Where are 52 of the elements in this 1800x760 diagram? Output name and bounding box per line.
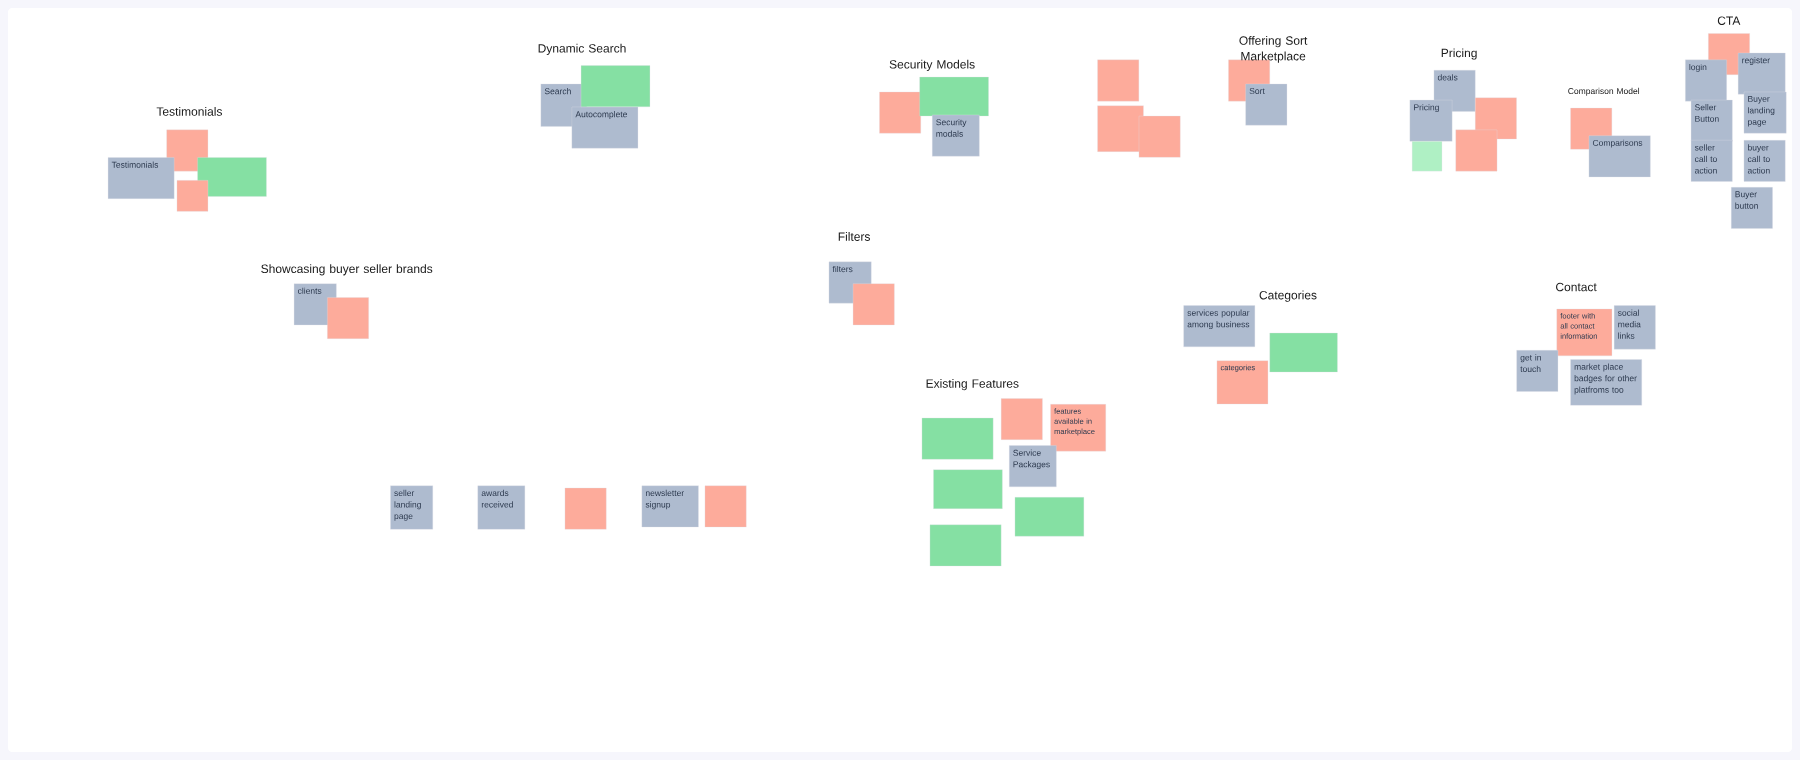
sticky-note: Sort (1245, 83, 1288, 126)
sticky-note: market place badges for other platfroms too (1570, 359, 1642, 406)
sticky-note: Seller Button (1690, 99, 1733, 142)
sticky-note (1097, 59, 1139, 102)
sticky-note: Buyer landing page (1743, 91, 1787, 134)
sticky-note: buyer call to action (1743, 140, 1786, 182)
sticky-note: Testimonials (107, 157, 175, 199)
sticky-note (1001, 398, 1043, 440)
sticky-note: Autocomplete (571, 106, 639, 149)
sticky-note: Buyer button (1731, 187, 1773, 229)
sticky-note: Pricing (1409, 99, 1453, 142)
section-heading: Showcasing buyer seller brands (261, 264, 433, 276)
sticky-note (580, 65, 651, 107)
sticky-note (1412, 141, 1443, 172)
sticky-note (1269, 332, 1338, 373)
sticky-note: get in touch (1516, 350, 1559, 392)
sticky-note: services popular among business (1183, 305, 1255, 347)
sticky-note (564, 487, 607, 530)
sticky-note: Service Packages (1009, 445, 1057, 487)
sticky-note (852, 283, 895, 326)
section-heading: Dynamic Search (538, 43, 626, 55)
section-heading: Categories (1259, 290, 1317, 302)
sticky-note: register (1738, 52, 1786, 95)
sticky-note (704, 485, 747, 528)
sticky-note: Security modals (932, 114, 980, 157)
sticky-note: login (1685, 59, 1727, 102)
section-heading: Filters (838, 232, 870, 241)
sticky-note (933, 469, 1003, 509)
sticky-note (1455, 129, 1498, 172)
sticky-note (919, 76, 989, 117)
sticky-note (327, 297, 369, 339)
sticky-note: Comparisons (1588, 135, 1651, 178)
sticky-note (1014, 497, 1084, 537)
sticky-note: seller call to action (1690, 140, 1733, 182)
sticky-note (176, 180, 209, 212)
sticky-note: newsletter signup (641, 485, 699, 528)
sticky-note (1097, 105, 1144, 152)
section-heading: Comparison Model (1568, 87, 1639, 96)
section-heading: CTA (1717, 16, 1741, 25)
sticky-note (921, 417, 994, 460)
sticky-note: awards received (477, 485, 525, 530)
sticky-note (879, 91, 921, 134)
sticky-note (1138, 115, 1181, 158)
section-heading: Offering Sort Marketplace (1239, 36, 1308, 63)
section-heading: Contact (1556, 282, 1597, 292)
section-heading: Testimonials (156, 107, 222, 116)
sticky-note: social media links (1614, 305, 1656, 350)
sticky-note (929, 524, 1002, 567)
section-heading: Security Models (889, 59, 975, 71)
sticky-note (197, 157, 267, 197)
section-heading: Existing Features (926, 379, 1019, 391)
sticky-note: seller landing page (390, 485, 433, 530)
